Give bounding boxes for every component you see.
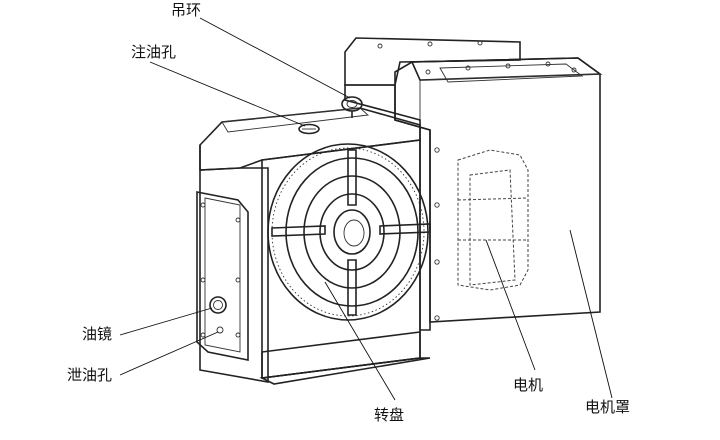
oil-drain-hole-shape xyxy=(216,326,224,334)
turntable-shape xyxy=(267,143,431,321)
label-oil-fill-hole: 注油孔 xyxy=(131,43,177,61)
motor-cover-housing xyxy=(344,37,603,331)
leader-oil-fill-hole xyxy=(149,61,306,127)
side-plate xyxy=(196,191,249,361)
leader-motor xyxy=(485,239,536,371)
label-motor-cover: 电机罩 xyxy=(585,398,631,416)
main-body xyxy=(199,107,431,385)
motor-hidden xyxy=(457,149,529,291)
leader-lines xyxy=(119,17,613,401)
leader-oil-sight-glass xyxy=(119,307,213,336)
label-turntable: 转盘 xyxy=(374,406,405,424)
leader-turntable xyxy=(324,281,396,401)
oil-filler-cap-shape xyxy=(298,123,320,135)
cover-screws xyxy=(377,40,577,75)
leader-oil-drain-hole xyxy=(119,331,219,376)
label-oil-drain-hole: 泄油孔 xyxy=(67,366,113,384)
leader-lifting-ring xyxy=(199,17,351,99)
label-motor: 电机 xyxy=(513,376,544,394)
lifting-ring-shape xyxy=(341,96,363,118)
label-oil-sight-glass: 油镜 xyxy=(82,325,113,343)
oil-sight-glass-shape xyxy=(209,296,227,314)
label-lifting-ring: 吊环 xyxy=(171,1,202,19)
leader-motor-cover xyxy=(569,229,613,399)
side-bolt-column xyxy=(434,147,440,321)
